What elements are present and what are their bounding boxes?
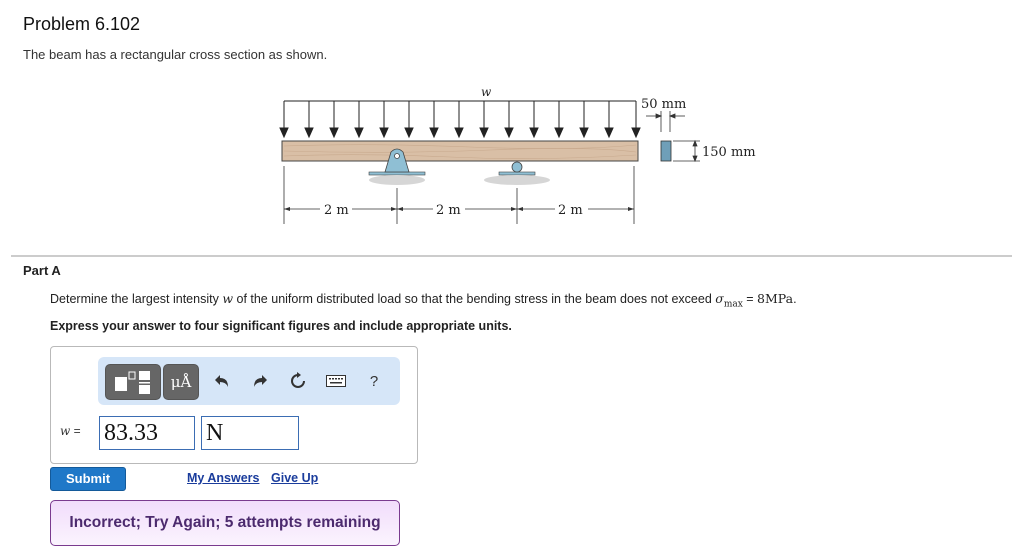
answer-box: μÅ ? w = 83.33 N — [50, 346, 418, 464]
templates-icon — [115, 371, 150, 394]
cross-section — [660, 140, 672, 162]
problem-description: The beam has a rectangular cross section… — [23, 47, 328, 62]
part-label: Part A — [23, 263, 61, 278]
math-toolbar: μÅ ? — [98, 357, 400, 405]
reset-icon[interactable] — [288, 371, 308, 391]
problem-title: Problem 6.102 — [23, 14, 141, 34]
span-label-2: 2 m — [436, 203, 461, 218]
section-divider — [11, 255, 1012, 257]
unit-input[interactable]: N — [201, 416, 299, 450]
units-button[interactable]: μÅ — [163, 364, 199, 400]
give-up-link[interactable]: Give Up — [271, 471, 319, 485]
undo-icon[interactable] — [212, 371, 232, 391]
keyboard-icon[interactable] — [326, 371, 346, 391]
load-label: w — [481, 85, 492, 99]
feedback-message: Incorrect; Try Again; 5 attempts remaini… — [50, 500, 400, 546]
question-text: Determine the largest intensity w of the… — [50, 291, 797, 310]
instruction-text: Express your answer to four significant … — [50, 319, 512, 333]
span-label-3: 2 m — [558, 203, 583, 218]
submit-button[interactable]: Submit — [50, 467, 126, 491]
redo-icon[interactable] — [250, 371, 270, 391]
width-label: 50 mm — [641, 97, 686, 112]
beam-figure: w 2 m 2 m — [270, 80, 790, 230]
variable-label: w = — [60, 424, 81, 438]
value-input[interactable]: 83.33 — [99, 416, 195, 450]
help-button[interactable]: ? — [369, 372, 379, 390]
height-label: 150 mm — [702, 145, 756, 160]
span-label-1: 2 m — [324, 203, 349, 218]
templates-button[interactable] — [105, 364, 161, 400]
my-answers-link[interactable]: My Answers — [187, 471, 260, 485]
